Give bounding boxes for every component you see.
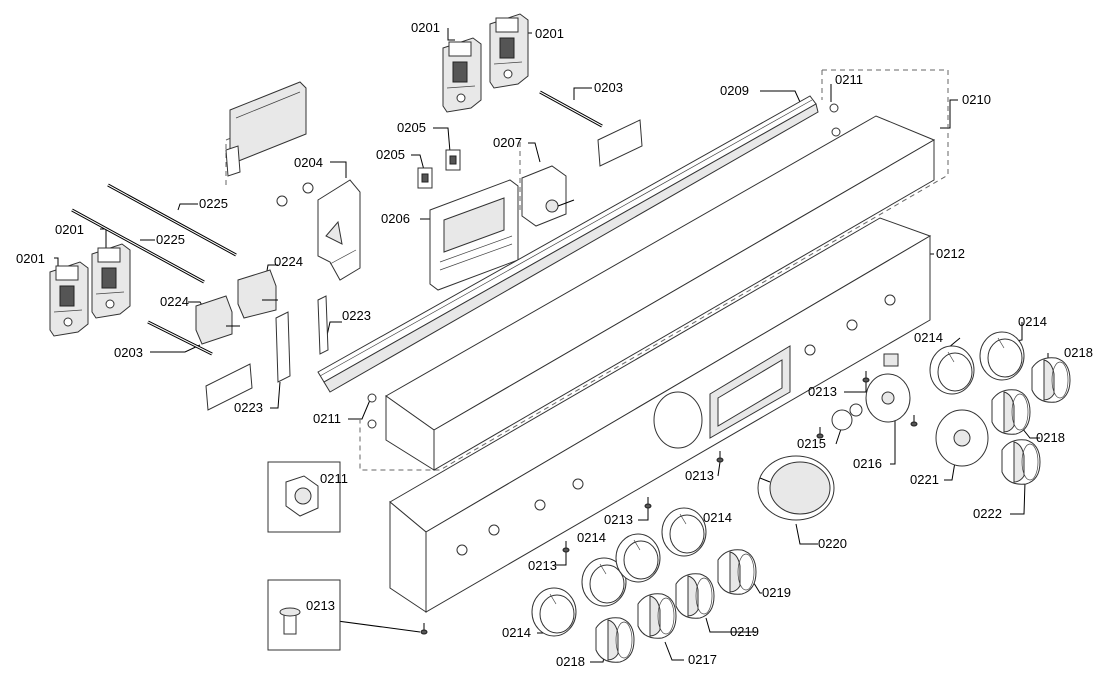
label-0214: 0214 [703, 510, 732, 525]
label-0212: 0212 [936, 246, 965, 261]
part-0210-upper-housing [385, 115, 936, 471]
label-0209: 0209 [720, 83, 749, 98]
label-0205: 0205 [397, 120, 426, 135]
label-0224: 0224 [274, 254, 303, 269]
leader-lines [54, 28, 1049, 663]
label-0211: 0211 [835, 72, 863, 87]
part-0221-knob-disc [935, 409, 989, 467]
inset-0213-screw-detail [267, 579, 341, 651]
label-0214: 0214 [914, 330, 943, 345]
part-0206-display-board [429, 179, 519, 291]
part-0215-0216-dial-parts [831, 353, 911, 431]
label-0210: 0210 [962, 92, 991, 107]
label-0214: 0214 [502, 625, 531, 640]
part-0212-front-panel [389, 217, 932, 613]
label-0223: 0223 [342, 308, 371, 323]
label-0214: 0214 [577, 530, 606, 545]
label-0214: 0214 [1018, 314, 1047, 329]
label-0224: 0224 [160, 294, 189, 309]
part-labels: 0201 0201 0201 0201 0203 0203 0204 0205 … [16, 20, 1093, 669]
label-0203: 0203 [114, 345, 143, 360]
part-0203-probe-top [539, 90, 603, 128]
label-0201: 0201 [16, 251, 45, 266]
label-0219: 0219 [730, 624, 759, 639]
part-0211-nuts [276, 103, 841, 429]
label-0211: 0211 [313, 411, 341, 426]
label-0205: 0205 [376, 147, 405, 162]
label-0213: 0213 [685, 468, 714, 483]
label-0220: 0220 [818, 536, 847, 551]
label-0213: 0213 [808, 384, 837, 399]
label-0223: 0223 [234, 400, 263, 415]
label-0225: 0225 [156, 232, 185, 247]
part-0201-module-pair-top [442, 13, 529, 113]
part-0201-module-pair-left [49, 243, 131, 337]
part-0223-brackets [205, 119, 643, 411]
part-0204-bracket [317, 179, 361, 281]
label-0201: 0201 [411, 20, 440, 35]
label-0218: 0218 [556, 654, 585, 669]
label-0216: 0216 [853, 456, 882, 471]
label-0203: 0203 [594, 80, 623, 95]
label-0222: 0222 [973, 506, 1002, 521]
label-0204: 0204 [294, 155, 323, 170]
label-0201: 0201 [535, 26, 564, 41]
part-0205-switches [417, 149, 461, 189]
inset-0211-nut-detail [267, 461, 341, 533]
part-0203-probe-left [147, 320, 213, 356]
label-0207: 0207 [493, 135, 522, 150]
part-0225-probes [71, 183, 237, 284]
label-0218: 0218 [1064, 345, 1093, 360]
part-0209-rail [317, 95, 819, 393]
part-bracket-sheet [225, 81, 307, 177]
part-0207-timer [521, 165, 575, 227]
label-0211: 0211 [320, 471, 348, 486]
label-0213: 0213 [306, 598, 335, 613]
part-0220-dial [757, 455, 835, 521]
label-0213: 0213 [604, 512, 633, 527]
label-0225: 0225 [199, 196, 228, 211]
label-0221: 0221 [910, 472, 939, 487]
label-0206: 0206 [381, 211, 410, 226]
label-0213: 0213 [528, 558, 557, 573]
part-0224-switches [195, 269, 278, 345]
label-0219: 0219 [762, 585, 791, 600]
label-0217: 0217 [688, 652, 717, 667]
label-0201: 0201 [55, 222, 84, 237]
label-0218: 0218 [1036, 430, 1065, 445]
label-0215: 0215 [797, 436, 826, 451]
